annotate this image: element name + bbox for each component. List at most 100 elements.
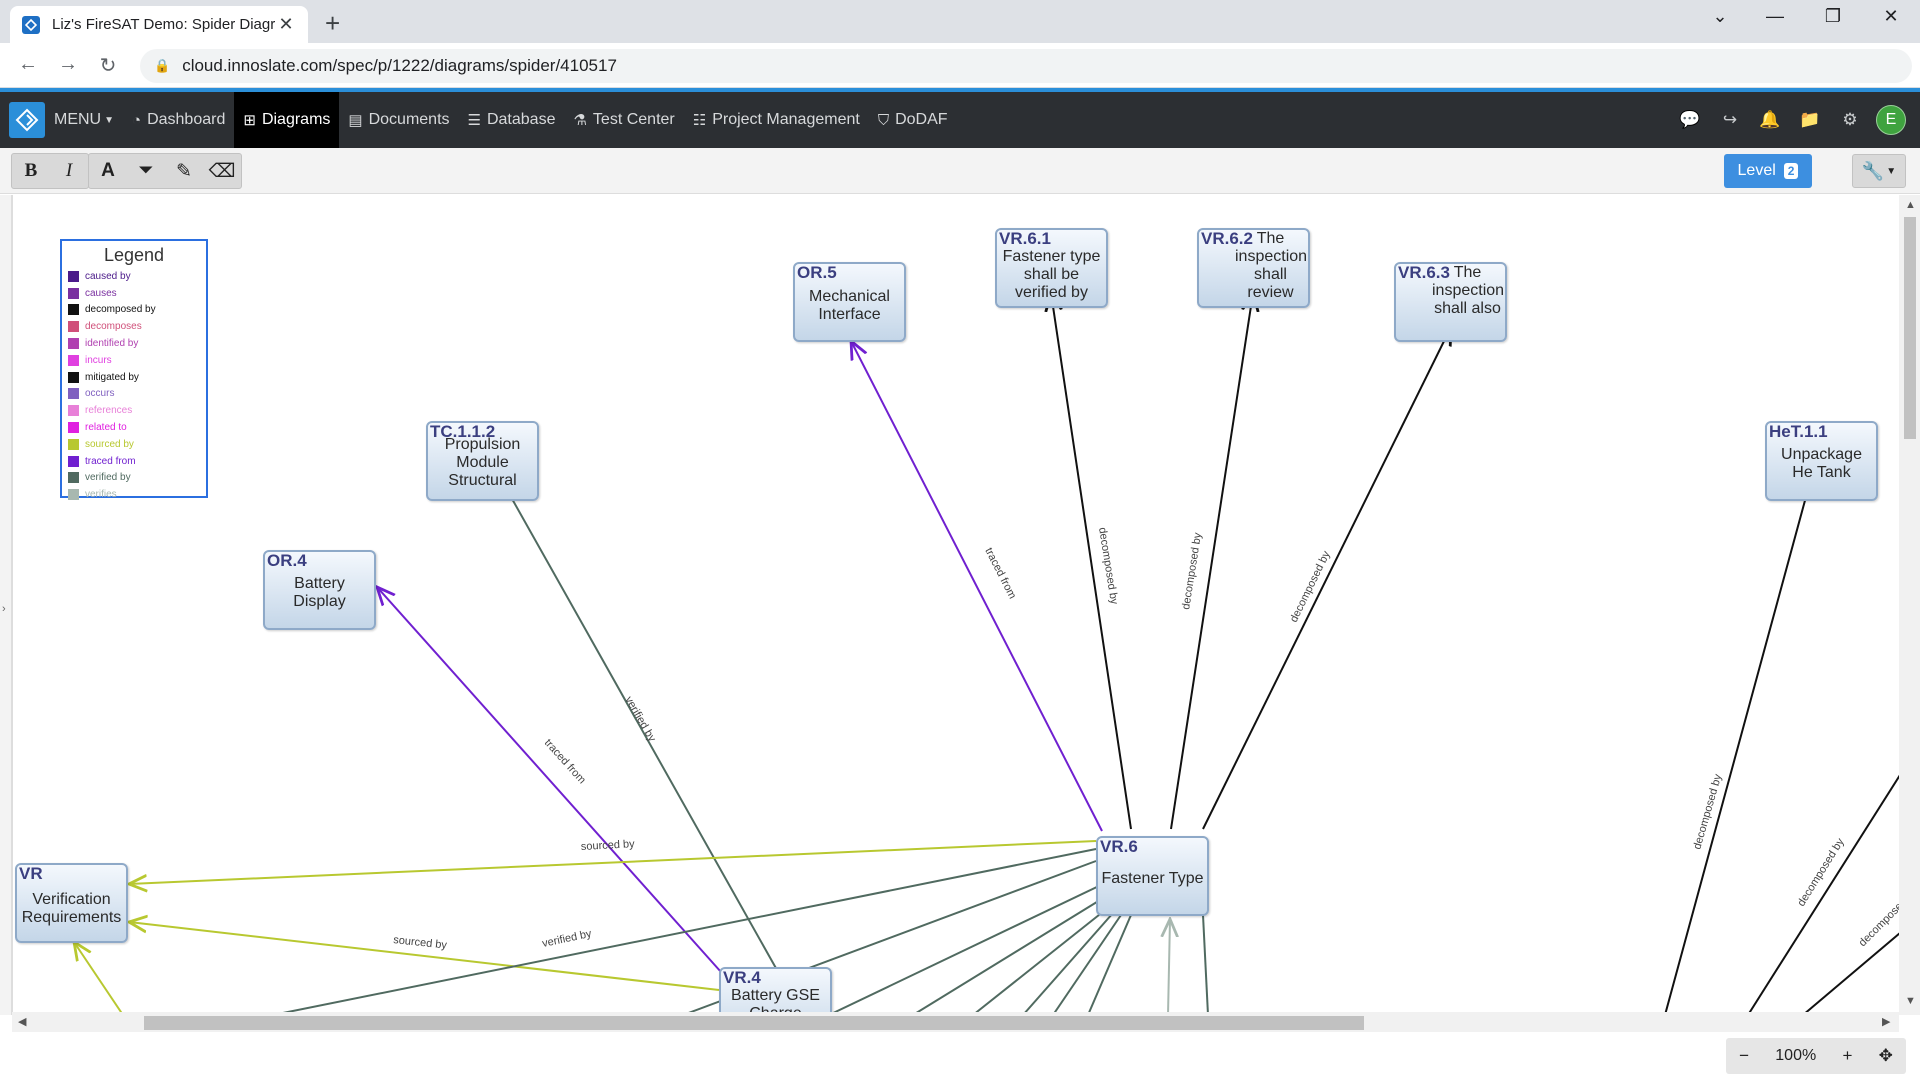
filter-icon[interactable]: ⏷ [138, 160, 154, 181]
lock-icon[interactable]: 🔒 [154, 58, 171, 73]
nav-test-center[interactable]: ⚗Test Center [573, 111, 675, 129]
edge-sourced-by[interactable] [74, 942, 124, 1015]
edge-verified-by[interactable] [484, 449, 778, 971]
node-vr62[interactable]: VR.6.2 The inspection shall review [1197, 228, 1310, 308]
edge-traced-from[interactable] [851, 341, 1103, 832]
node-id: VR.6.1 [999, 229, 1051, 248]
legend-label: sourced by [85, 438, 134, 450]
edge-verifies[interactable] [1168, 919, 1170, 1015]
legend-item: occurs [68, 386, 200, 403]
node-het11[interactable]: HeT.1.1 Unpackage He Tank [1765, 421, 1878, 501]
forward-icon[interactable]: → [58, 53, 78, 75]
node-id: OR.4 [267, 551, 307, 570]
spider-diagram-canvas[interactable]: traced from decomposed by decomposed by … [12, 195, 1899, 1015]
legend-item: sourced by [68, 436, 200, 453]
italic-button[interactable]: I [65, 160, 73, 181]
scroll-up-icon[interactable]: ▲ [1905, 199, 1916, 211]
tab-close-icon[interactable]: ✕ [278, 14, 294, 34]
edge-decomposed-by[interactable] [1202, 327, 1451, 830]
node-vr[interactable]: VR Verification Requirements [15, 863, 128, 943]
node-or5[interactable]: OR.5 Mechanical Interface [793, 262, 906, 342]
edge-decomposed-by[interactable] [1747, 774, 1899, 1015]
node-id: VR.6 [1100, 837, 1138, 856]
edge-verified-by[interactable] [828, 884, 1102, 1015]
wrench-menu-button[interactable]: 🔧▼ [1852, 154, 1906, 188]
node-vr63[interactable]: VR.6.3 The inspection shall also [1394, 262, 1507, 342]
edge-decomposed-by[interactable] [1802, 932, 1899, 1015]
database-icon: ☰ [467, 112, 481, 129]
share-icon[interactable]: ↪ [1722, 110, 1738, 129]
edge-decomposed-by[interactable] [1051, 293, 1132, 830]
font-button[interactable]: A [101, 160, 115, 181]
edge-verified-by[interactable] [1202, 914, 1209, 1015]
pencil-icon[interactable]: ✎ [176, 160, 192, 182]
innoslate-logo-icon[interactable] [9, 102, 45, 138]
legend-item: mitigated by [68, 369, 200, 386]
horizontal-scrollbar[interactable]: ◀ ▶ [12, 1012, 1899, 1032]
legend-label: references [85, 405, 133, 417]
avatar[interactable]: E [1876, 105, 1906, 135]
bell-icon[interactable]: 🔔 [1759, 110, 1781, 129]
eraser-icon[interactable]: ⌫ [208, 160, 236, 182]
node-vr61[interactable]: VR.6.1 Fastener type shall be verified b… [995, 228, 1108, 308]
horizontal-scroll-thumb[interactable] [144, 1016, 1364, 1030]
scroll-down-icon[interactable]: ▼ [1905, 995, 1916, 1007]
zoom-control: − 100% + ✥ [1726, 1038, 1906, 1074]
folder-icon[interactable]: 📁 [1799, 110, 1821, 129]
legend-item: causes [68, 285, 200, 302]
maximize-icon[interactable]: ❐ [1824, 6, 1842, 26]
edge-verified-by[interactable] [1022, 912, 1114, 1015]
edge-verified-by[interactable] [1087, 914, 1132, 1015]
gear-icon[interactable]: ⚙ [1842, 110, 1858, 129]
vertical-scrollbar[interactable]: ▲ ▼ [1899, 195, 1920, 1015]
menu-button[interactable]: MENU▼ [54, 111, 115, 128]
legend-item: decomposed by [68, 302, 200, 319]
level-button[interactable]: Level 2 [1724, 154, 1812, 188]
back-icon[interactable]: ← [18, 53, 38, 75]
window-close-icon[interactable]: ✕ [1883, 6, 1899, 26]
nav-documents[interactable]: ▤Documents [348, 111, 450, 129]
legend-swatch [68, 422, 79, 434]
edge-decomposed-by[interactable] [1664, 449, 1819, 1015]
chat-icon[interactable]: 💬 [1679, 110, 1701, 129]
minimize-icon[interactable]: — [1766, 6, 1784, 26]
node-vr4[interactable]: VR.4 Battery GSE Charge [719, 967, 832, 1015]
side-panel-toggle[interactable]: › [0, 195, 12, 1015]
zoom-out-icon[interactable]: − [1739, 1046, 1750, 1065]
reload-icon[interactable]: ↻ [99, 55, 117, 77]
nav-diagrams[interactable]: ⊞Diagrams [234, 92, 340, 148]
legend-label: identified by [85, 338, 139, 350]
nav-database[interactable]: ☰Database [467, 111, 556, 129]
vertical-scroll-thumb[interactable] [1904, 217, 1916, 439]
node-label: Mechanical Interface [809, 288, 890, 323]
node-or4[interactable]: OR.4 Battery Display [263, 550, 376, 630]
browser-tab[interactable]: Liz's FireSAT Demo: Spider Diagr ✕ [10, 6, 308, 43]
edge-sourced-by[interactable] [129, 922, 720, 991]
legend-label: decomposed by [85, 304, 156, 316]
edge-decomposed-by[interactable] [1170, 293, 1253, 830]
url-field[interactable]: 🔒 cloud.innoslate.com/spec/p/1222/diagra… [140, 49, 1912, 83]
node-vr6[interactable]: VR.6 Fastener Type [1096, 836, 1209, 916]
edge-verified-by[interactable] [1052, 914, 1122, 1015]
nav-project-management[interactable]: ☷Project Management [692, 111, 860, 129]
zoom-in-icon[interactable]: + [1842, 1046, 1853, 1065]
tab-search-icon[interactable]: ⌄ [1712, 6, 1728, 26]
scroll-right-icon[interactable]: ▶ [1882, 1016, 1891, 1028]
app-navbar: MENU▼ ◔Dashboard ⊞Diagrams ▤Documents ☰D… [0, 92, 1920, 148]
new-tab-icon[interactable]: + [325, 8, 341, 38]
edge-verified-by[interactable] [912, 896, 1106, 1015]
nav-dashboard[interactable]: ◔Dashboard [132, 111, 226, 129]
bold-button[interactable]: B [24, 160, 38, 181]
nav-dodaf[interactable]: ⛉DoDAF [877, 111, 948, 129]
edge-verified-by[interactable] [972, 906, 1110, 1015]
edge-verified-by[interactable] [272, 848, 1097, 1015]
edge-sourced-by[interactable] [129, 840, 1097, 884]
edge-traced-from[interactable] [377, 587, 722, 973]
scroll-left-icon[interactable]: ◀ [18, 1016, 27, 1028]
fit-to-screen-icon[interactable]: ✥ [1878, 1046, 1893, 1065]
wrench-icon: 🔧 [1861, 160, 1885, 181]
legend-item: related to [68, 419, 200, 436]
legend-swatch [68, 388, 79, 400]
node-tc112[interactable]: TC.1.1.2 Propulsion Module Structural [426, 421, 539, 501]
